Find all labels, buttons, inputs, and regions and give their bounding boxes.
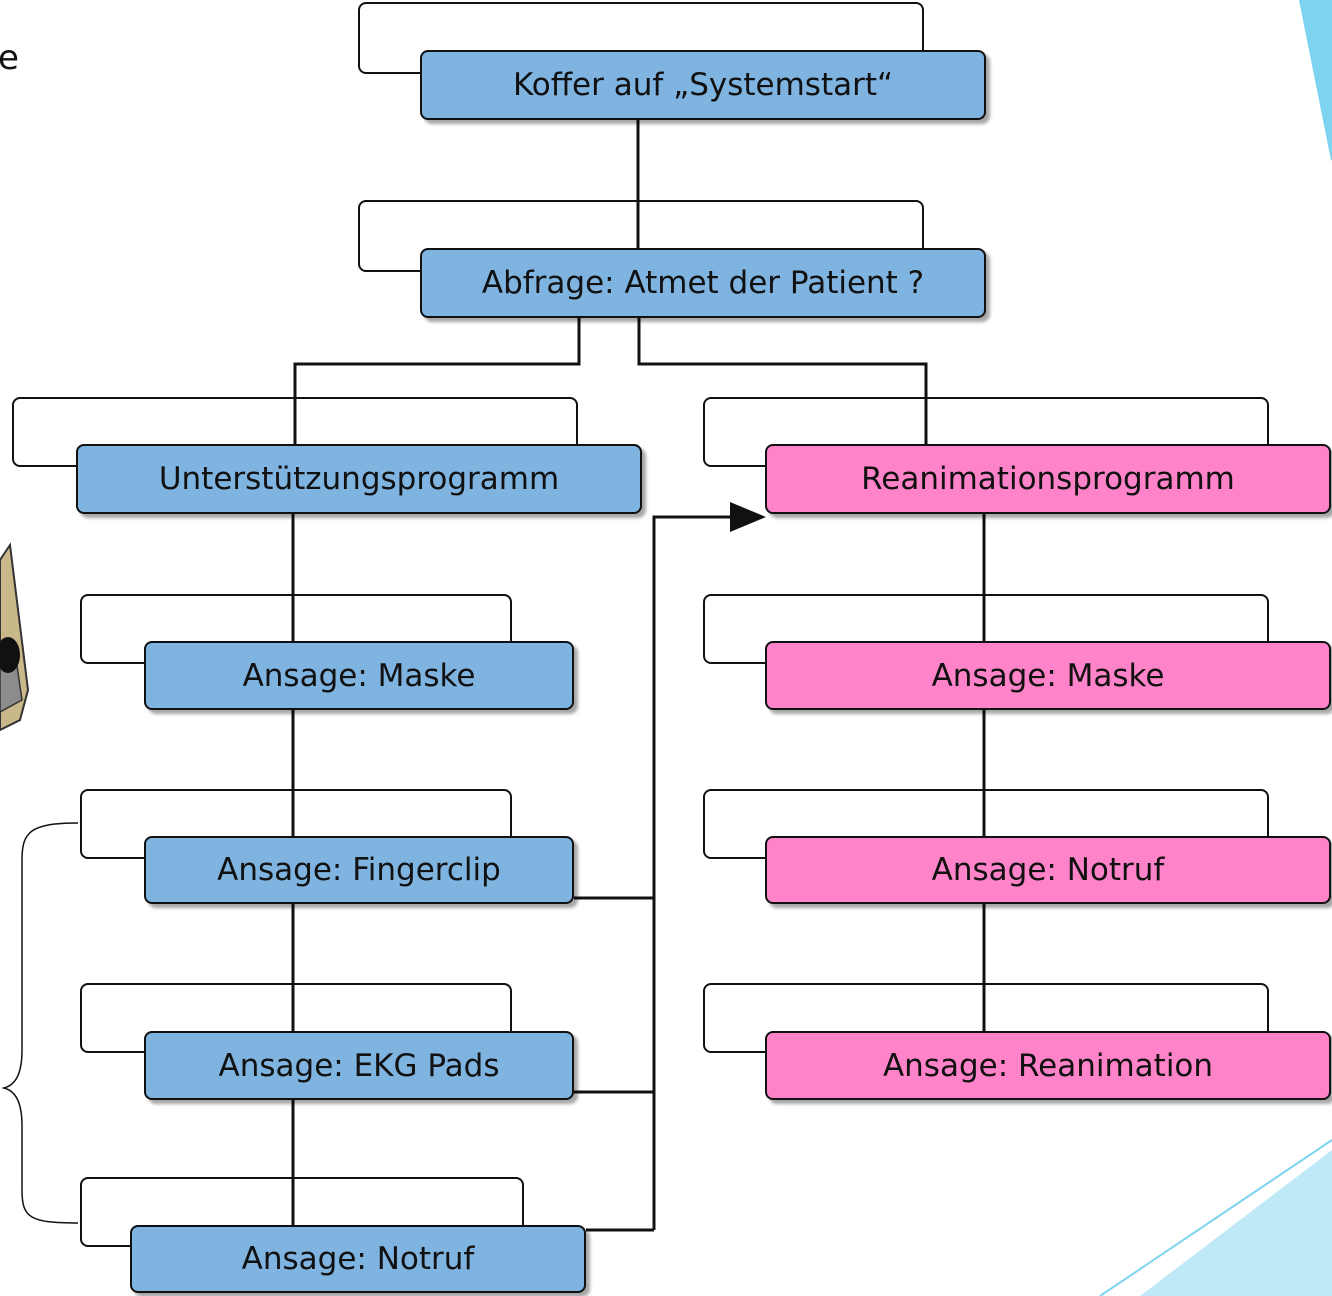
- edge-escalation-to-reanimation: [652, 502, 766, 1230]
- device-image-fragment: [0, 542, 30, 732]
- node-support-notruf: Ansage: Notruf: [130, 1225, 586, 1293]
- edge-query-support: [293, 318, 581, 444]
- node-support-mask: Ansage: Maske: [144, 641, 574, 710]
- node-support-fingerclip: Ansage: Fingerclip: [144, 836, 574, 904]
- edge-text-fragment: e: [0, 38, 19, 78]
- node-systemstart: Koffer auf „Systemstart“: [420, 50, 986, 120]
- node-reanimation-reanimation: Ansage: Reanimation: [765, 1031, 1331, 1100]
- node-reanimation-mask: Ansage: Maske: [765, 641, 1331, 710]
- node-support-ekg: Ansage: EKG Pads: [144, 1031, 574, 1100]
- accent-triangle-bottom: [1140, 1150, 1332, 1296]
- grouping-brace: [1, 822, 79, 1224]
- node-support-program: Unterstützungsprogramm: [76, 444, 642, 514]
- edge-query-reanimation: [637, 318, 928, 444]
- node-reanimation-program: Reanimationsprogramm: [765, 444, 1331, 514]
- node-reanimation-notruf: Ansage: Notruf: [765, 836, 1331, 904]
- node-breathing-query: Abfrage: Atmet der Patient ?: [420, 248, 986, 318]
